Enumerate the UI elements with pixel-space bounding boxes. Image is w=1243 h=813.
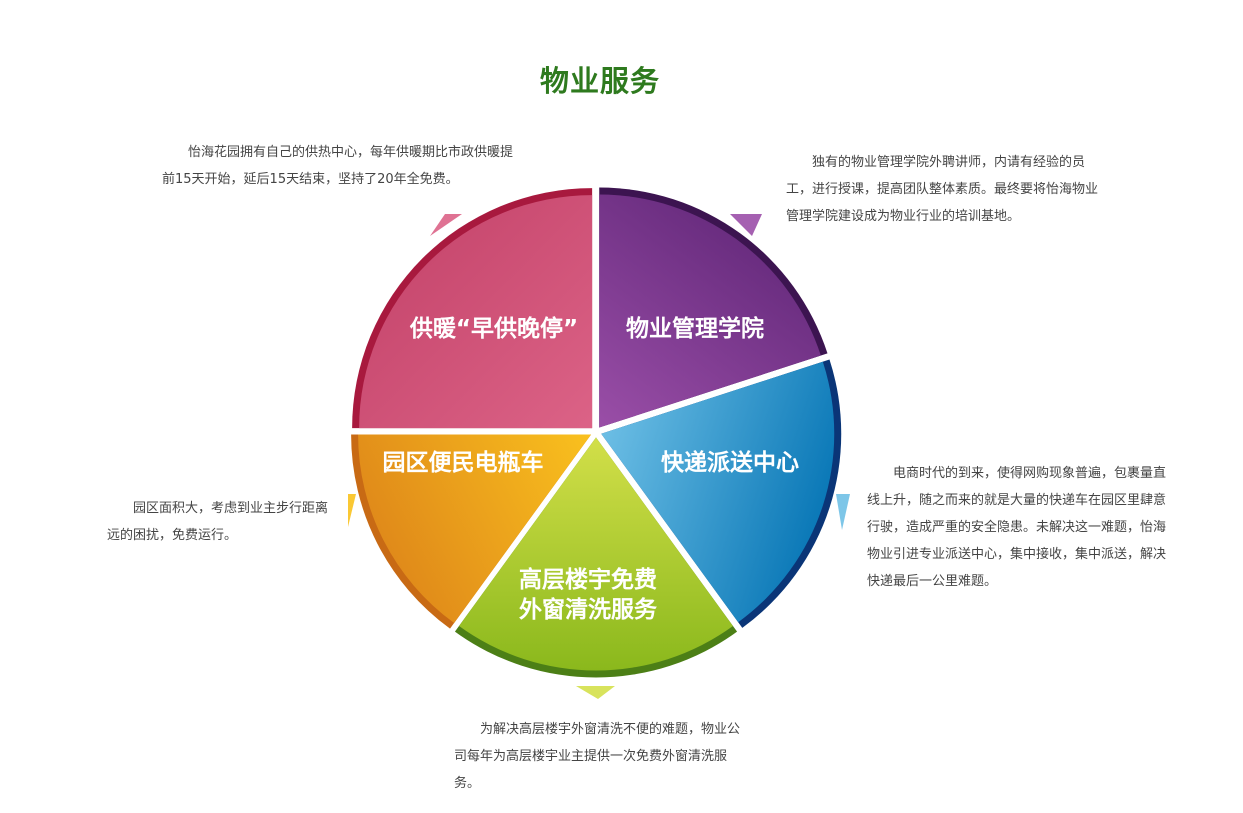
segment-academy — [599, 194, 821, 428]
segment-label-window: 高层楼宇免费 — [519, 566, 657, 593]
segment-label-shuttle: 园区便民电瓶车 — [383, 449, 544, 476]
description-academy: 独有的物业管理学院外聘讲师，内请有经验的员工，进行授课，提高团队整体素质。最终要… — [786, 149, 1098, 230]
description-window: 为解决高层楼宇外窗清洗不便的难题，物业公司每年为高层楼宇业主提供一次免费外窗清洗… — [454, 716, 744, 797]
description-academy-text: 独有的物业管理学院外聘讲师，内请有经验的员工，进行授课，提高团队整体素质。最终要… — [786, 155, 1099, 224]
pointer-triangle-express — [836, 494, 850, 530]
segment-label-window: 外窗清洗服务 — [519, 596, 658, 623]
description-heating-text: 怡海花园拥有自己的供热中心，每年供暖期比市政供暖提前15天开始，延后15天结束，… — [162, 145, 514, 187]
description-express-text: 电商时代的到来，使得网购现象普遍，包裹量直线上升，随之而来的就是大量的快递车在园… — [867, 466, 1167, 589]
segment-express — [601, 361, 835, 623]
pointer-triangle-window — [576, 686, 615, 699]
pointer-triangle-shuttle — [348, 494, 356, 527]
pointer-triangle-academy — [730, 214, 762, 236]
segment-shuttle — [358, 434, 592, 623]
description-express: 电商时代的到来，使得网购现象普遍，包裹量直线上升，随之而来的就是大量的快递车在园… — [867, 460, 1173, 595]
description-shuttle: 园区面积大，考虑到业主步行距离远的困扰，免费运行。 — [107, 495, 335, 549]
description-heating: 怡海花园拥有自己的供热中心，每年供暖期比市政供暖提前15天开始，延后15天结束，… — [162, 139, 524, 193]
segment-window — [459, 437, 733, 671]
description-shuttle-text: 园区面积大，考虑到业主步行距离远的困扰，免费运行。 — [107, 501, 329, 543]
segment-label-academy: 物业管理学院 — [626, 315, 764, 342]
page-title: 物业服务 — [539, 64, 660, 98]
description-window-text: 为解决高层楼宇外窗清洗不便的难题，物业公司每年为高层楼宇业主提供一次免费外窗清洗… — [454, 722, 741, 791]
segment-heating — [359, 195, 593, 429]
pointer-triangle-heating — [430, 214, 462, 236]
segment-label-express: 快递派送中心 — [661, 449, 799, 476]
segment-label-heating: 供暖“早供晚停” — [409, 315, 578, 342]
